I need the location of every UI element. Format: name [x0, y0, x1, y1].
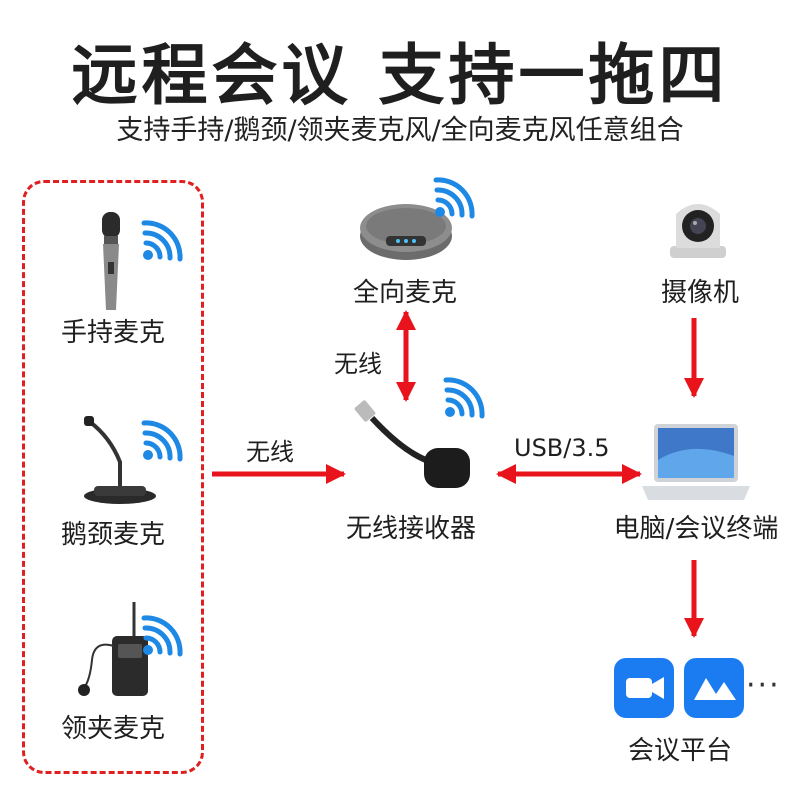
gooseneck-mic-icon	[84, 416, 156, 504]
omni-mic-label: 全向麦克	[352, 278, 457, 308]
video-call-app-icon	[614, 658, 674, 718]
meeting-app-icon	[684, 658, 744, 718]
camera-icon	[670, 204, 726, 258]
microphone-group-box	[22, 180, 204, 774]
computer-label: 电脑/会议终端	[613, 514, 779, 544]
receiver-label: 无线接收器	[345, 514, 476, 544]
edge-label-usb: USB/3.5	[514, 434, 610, 462]
edge-label-omni: 无线	[334, 350, 382, 378]
page-title: 远程会议 支持一拖四	[71, 37, 729, 114]
edge-label-mics: 无线	[246, 438, 294, 466]
laptop-icon	[642, 424, 750, 500]
wireless-receiver-icon	[354, 400, 470, 488]
camera-label: 摄像机	[660, 278, 739, 308]
omni-mic-icon	[360, 204, 452, 260]
more-platforms-indicator: ···	[746, 668, 781, 703]
handheld-mic-label: 手持麦克	[60, 318, 165, 348]
gooseneck-mic-label: 鹅颈麦克	[60, 520, 165, 550]
handheld-mic-icon	[102, 212, 120, 310]
platform-label: 会议平台	[627, 736, 732, 766]
lavalier-mic-label: 领夹麦克	[60, 714, 165, 744]
page-subtitle: 支持手持/鹅颈/领夹麦克风/全向麦克风任意组合	[116, 115, 684, 146]
lavalier-mic-icon	[78, 602, 148, 696]
